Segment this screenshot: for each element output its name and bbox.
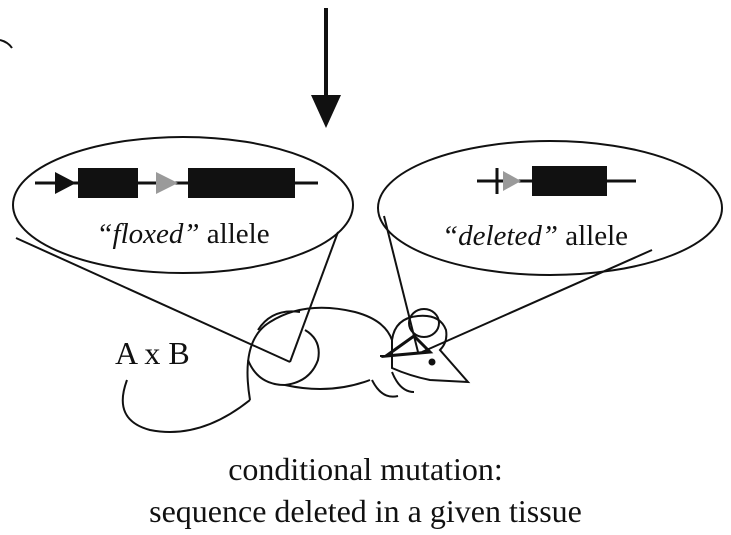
deleted-allele-label: “deleted” allele [442, 220, 628, 252]
deleted-allele-bubble: “deleted” allele [378, 141, 722, 275]
floxed-callout-right [290, 232, 338, 362]
down-arrow-icon [311, 8, 341, 128]
cross-label: A x B [115, 335, 190, 371]
caption-line-1: conditional mutation: [0, 450, 731, 488]
floxed-ellipse [13, 137, 353, 273]
floxed-italic: “floxed” [96, 218, 199, 250]
floxed-allele-word: allele [200, 218, 270, 250]
loxp-site-1-icon [55, 172, 76, 194]
floxed-allele-label: “floxed” allele [96, 218, 269, 250]
loxp-site-2-icon [156, 172, 178, 194]
deleted-exon [532, 166, 607, 196]
deleted-loxp-site-icon [503, 171, 521, 191]
floxed-exon-2 [188, 168, 295, 198]
caption-line-2: sequence deleted in a given tissue [0, 492, 731, 530]
deleted-ellipse [378, 141, 722, 275]
deleted-allele-word: allele [558, 220, 628, 252]
floxed-allele-bubble: “floxed” allele [13, 137, 353, 273]
edge-mark [0, 40, 12, 48]
deleted-italic: “deleted” [442, 220, 558, 252]
floxed-exon-1 [78, 168, 138, 198]
